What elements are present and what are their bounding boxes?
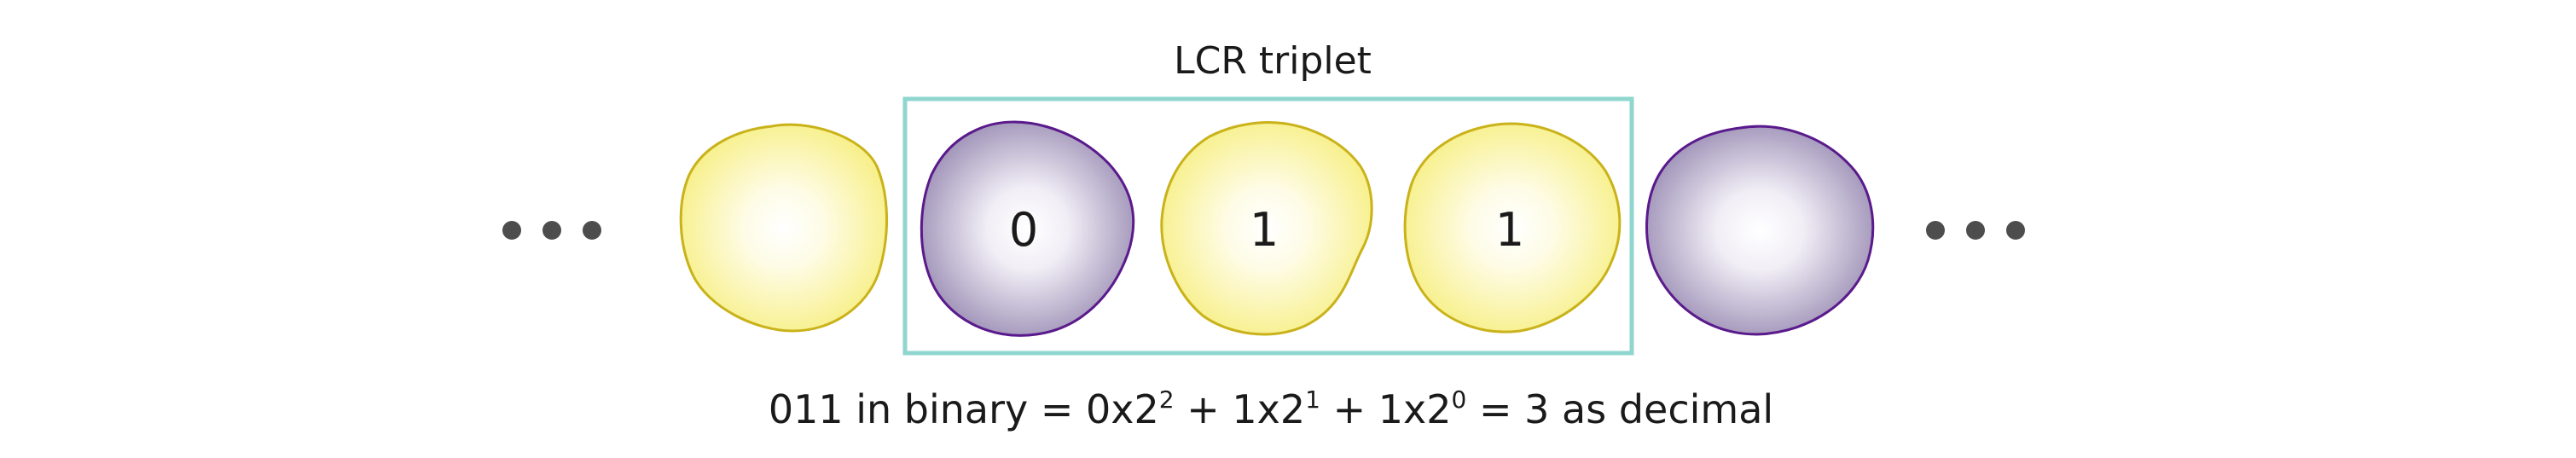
cell-value: 0 <box>1009 203 1038 257</box>
cell-left: 0 <box>920 120 1135 337</box>
triplet-box <box>902 96 1634 356</box>
cell-center: 1 <box>1160 120 1373 336</box>
cell-right-neighbor <box>1645 125 1875 336</box>
formula-exponent-1: 2 <box>1159 386 1175 414</box>
formula-exponent-3: 0 <box>1452 386 1467 414</box>
cell-blob-purple <box>920 120 1135 337</box>
formula-part-3: + 1x2 <box>1320 386 1452 432</box>
ellipsis-left <box>502 221 601 240</box>
formula-exponent-2: 1 <box>1305 386 1320 414</box>
triplet-label: LCR triplet <box>1174 39 1372 83</box>
binary-formula: 011 in binary = 0x22 + 1x21 + 1x20 = 3 a… <box>769 386 1773 432</box>
cell-blob-yellow <box>1403 122 1622 333</box>
cell-right: 1 <box>1403 122 1622 333</box>
formula-part-1: 011 in binary = 0x2 <box>769 386 1159 432</box>
ellipsis-right <box>1926 221 2025 240</box>
cell-blob-yellow <box>1160 120 1373 336</box>
cell-blob-purple <box>1645 125 1875 336</box>
cell-value: 1 <box>1495 203 1524 257</box>
formula-part-4: = 3 as decimal <box>1466 386 1773 432</box>
cell-value: 1 <box>1250 203 1279 257</box>
cell-blob-yellow <box>679 123 888 333</box>
cell-left-neighbor <box>679 123 888 333</box>
formula-part-2: + 1x2 <box>1175 386 1306 432</box>
